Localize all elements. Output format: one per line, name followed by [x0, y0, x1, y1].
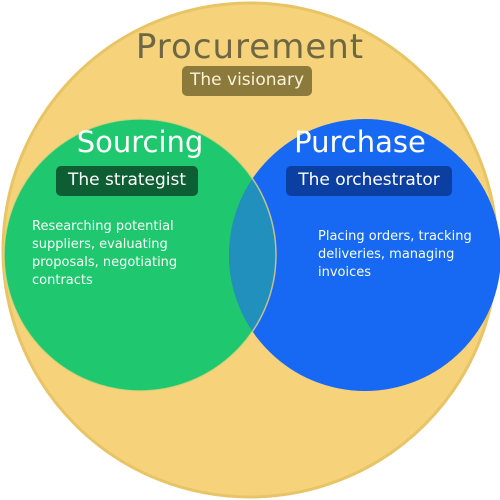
overlap-region — [228, 178, 277, 332]
sourcing-title: Sourcing — [76, 125, 204, 159]
sourcing-badge: The strategist — [56, 166, 198, 196]
purchase-title: Purchase — [294, 125, 426, 159]
purchase-badge: The orchestrator — [286, 166, 452, 196]
procurement-badge: The visionary — [182, 66, 312, 96]
sourcing-description: Researching potential suppliers, evaluat… — [32, 219, 178, 288]
purchase-description: Placing orders, tracking deliveries, man… — [318, 229, 472, 280]
procurement-title: Procurement — [135, 27, 365, 67]
sourcing-circle-outline — [3, 118, 277, 392]
